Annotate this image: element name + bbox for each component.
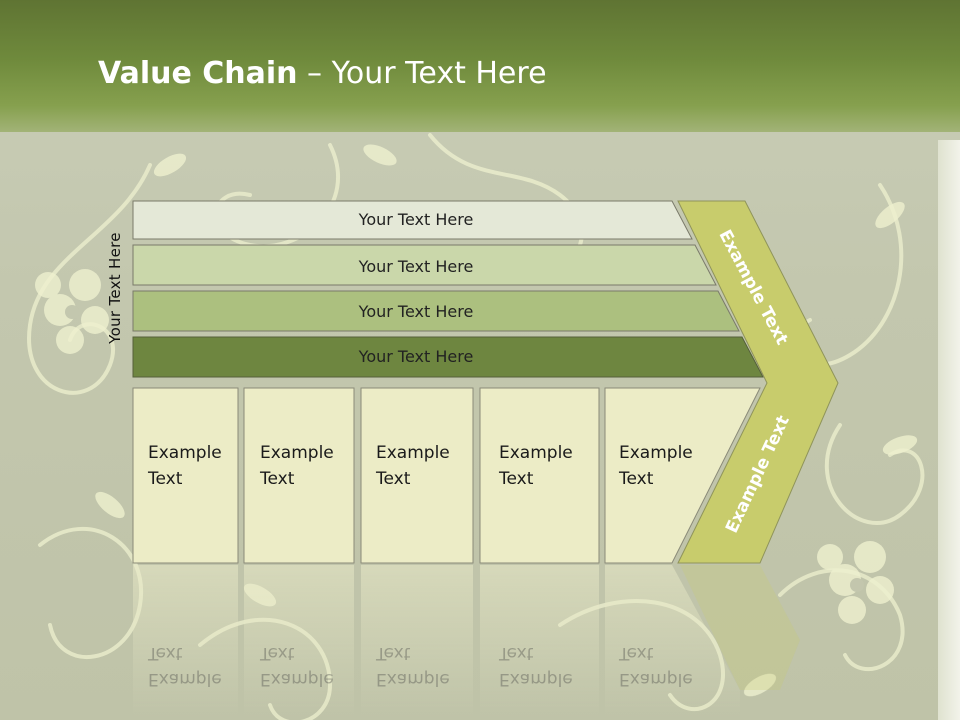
box-1-line1: Example: [148, 443, 222, 463]
reflection-text: Example: [499, 669, 573, 689]
bar-2-label: Your Text Here: [358, 257, 474, 276]
box-1[interactable]: [132, 387, 239, 564]
box-reflection: [361, 565, 473, 720]
box-reflection: [480, 565, 599, 720]
box-2[interactable]: [243, 387, 355, 564]
box-reflection: [605, 565, 740, 720]
box-4-line1: Example: [499, 443, 573, 463]
box-reflection: [244, 565, 354, 720]
box-5-line1: Example: [619, 443, 693, 463]
title-bold: Value Chain: [98, 56, 298, 91]
reflection-group: Example Text Example Text Example Text E…: [133, 565, 800, 720]
reflection-text: Text: [259, 643, 295, 663]
bar-1-label: Your Text Here: [358, 210, 474, 229]
arrow-reflection: [680, 565, 800, 690]
header-band: [0, 0, 960, 132]
box-3[interactable]: [360, 387, 474, 564]
side-strip: [938, 140, 960, 720]
chevron-arrow-group: Example Text Example Text: [677, 200, 839, 564]
box-5[interactable]: [604, 387, 761, 564]
bar-3[interactable]: [132, 290, 740, 332]
box-4[interactable]: [479, 387, 600, 564]
reflection-text: Example: [619, 669, 693, 689]
box-3-line2: Text: [375, 469, 411, 489]
box-5-line2: Text: [618, 469, 654, 489]
title-rest: – Your Text Here: [297, 56, 547, 91]
reflection-text: Example: [260, 669, 334, 689]
box-4-line2: Text: [498, 469, 534, 489]
bars-group: Your Text Here Your Text Here Your Text …: [132, 200, 764, 378]
box-2-line2: Text: [259, 469, 295, 489]
reflection-text: Text: [147, 643, 183, 663]
boxes-group: Example Text Example Text Example Text E…: [132, 387, 761, 564]
reflection-text: Text: [618, 643, 654, 663]
reflection-text: Example: [376, 669, 450, 689]
reflection-text: Text: [375, 643, 411, 663]
box-reflection: [133, 565, 238, 720]
slide-title[interactable]: Value Chain – Your Text Here: [98, 52, 547, 96]
bar-4[interactable]: [132, 336, 764, 378]
bar-1[interactable]: [132, 200, 693, 240]
bar-3-label: Your Text Here: [358, 302, 474, 321]
box-1-line2: Text: [147, 469, 183, 489]
chevron-arrow[interactable]: [677, 200, 839, 564]
reflection-text: Example: [148, 669, 222, 689]
bar-4-label: Your Text Here: [358, 347, 474, 366]
box-3-line1: Example: [376, 443, 450, 463]
box-2-line1: Example: [260, 443, 334, 463]
reflection-text: Text: [498, 643, 534, 663]
bar-2[interactable]: [132, 244, 717, 286]
